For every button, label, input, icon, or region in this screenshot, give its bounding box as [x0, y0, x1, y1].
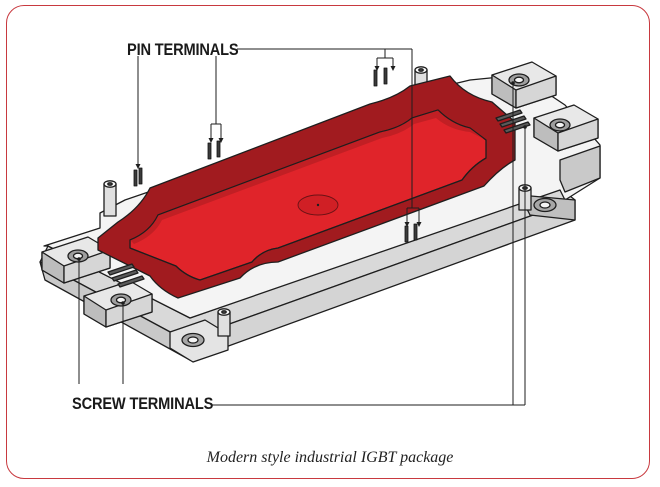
pin-terminals-arrowheads	[135, 66, 422, 227]
screw-terminals-label: SCREW TERMINALS	[72, 394, 214, 413]
cavity	[97, 75, 516, 299]
screw-terminals-leaders	[78, 84, 526, 406]
figure-caption: Modern style industrial IGBT package	[206, 449, 454, 466]
pin-terminals	[133, 67, 418, 243]
screw-terminal-right-lower	[533, 104, 601, 193]
screw-terminals-dots	[77, 81, 527, 305]
mounting-hole-front	[169, 319, 229, 363]
mounting-hole-right	[533, 197, 557, 213]
screw-terminal-left-upper	[41, 236, 111, 284]
pin-terminals-leaders	[137, 48, 420, 222]
busbar-slots	[107, 109, 531, 288]
screw-terminal-right-upper	[491, 61, 557, 109]
pin-terminals-label: PIN TERMINALS	[127, 40, 239, 59]
